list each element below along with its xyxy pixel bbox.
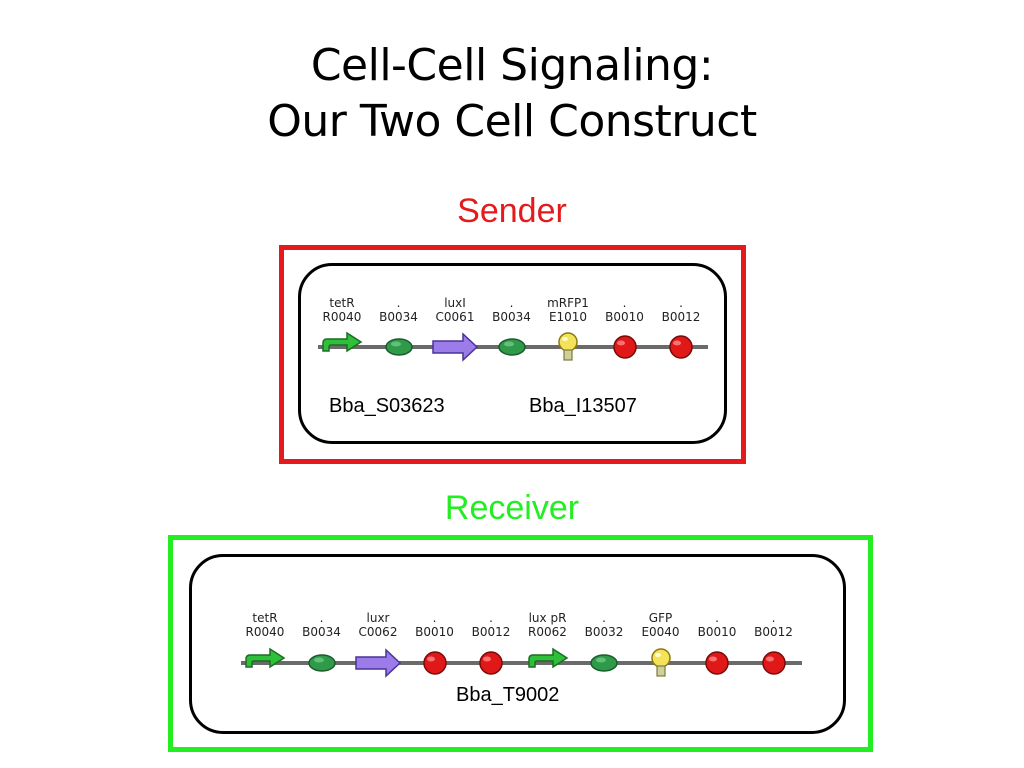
part-id: B0032	[584, 625, 624, 639]
receiver-biobrick-1: Bba_T9002	[456, 684, 560, 706]
part-name: .	[771, 611, 776, 625]
part-name: tetR	[329, 296, 355, 310]
rbs-icon	[384, 338, 413, 356]
part-name: .	[489, 611, 493, 625]
part-id: R0040	[322, 310, 362, 324]
sender-biobrick-2: Bba_I13507	[529, 395, 637, 417]
coding-arrow-icon	[355, 648, 402, 678]
receiver-box	[168, 535, 873, 752]
sender-construct-panel	[298, 263, 727, 444]
receiver-part-label: .B0010	[687, 611, 747, 639]
coding-arrow-icon	[432, 332, 479, 362]
page-title: Cell-Cell Signaling: Our Two Cell Constr…	[0, 38, 1024, 150]
part-id: E1010	[548, 310, 588, 324]
part-name: .	[715, 611, 719, 625]
rbs-icon	[307, 654, 336, 672]
part-id: B0012	[471, 625, 511, 639]
receiver-backbone	[241, 661, 802, 665]
sender-part-label: .B0010	[595, 296, 655, 324]
title-line-2: Our Two Cell Construct	[267, 96, 757, 147]
part-id: B0012	[661, 310, 701, 324]
receiver-part-label: .B0032	[574, 611, 634, 639]
receiver-part-label: .B0012	[461, 611, 521, 639]
part-id: R0040	[245, 625, 285, 639]
part-id: B0010	[605, 310, 644, 324]
part-name: tetR	[252, 611, 278, 625]
part-id: B0010	[415, 625, 454, 639]
terminator-icon	[612, 335, 637, 359]
sender-part-label: .B0012	[651, 296, 711, 324]
part-name: .	[509, 296, 514, 310]
sender-part-label: .B0034	[482, 296, 542, 324]
receiver-part-label: .B0034	[292, 611, 352, 639]
part-name: luxr	[366, 611, 390, 625]
part-name: .	[432, 611, 437, 625]
promoter-icon	[245, 647, 286, 669]
reporter-bulb-icon	[650, 648, 671, 677]
part-name: .	[319, 611, 324, 625]
receiver-part-label: .B0012	[744, 611, 804, 639]
sender-box	[279, 245, 746, 464]
part-name: lux pR	[528, 611, 567, 625]
rbs-icon	[497, 338, 526, 356]
terminator-icon	[669, 335, 693, 359]
terminator-icon	[705, 651, 729, 675]
part-name: .	[679, 296, 683, 310]
part-name: .	[396, 296, 401, 310]
part-name: GFP	[648, 611, 673, 625]
terminator-icon	[479, 651, 503, 675]
receiver-part-label: .B0010	[405, 611, 465, 639]
part-id: R0062	[528, 625, 567, 639]
part-id: B0034	[379, 310, 418, 324]
title-line-1: Cell-Cell Signaling:	[310, 40, 714, 91]
terminator-icon	[422, 651, 447, 675]
receiver-label: Receiver	[444, 489, 580, 527]
receiver-construct-panel	[189, 554, 846, 734]
promoter-icon	[527, 647, 568, 669]
sender-part-label: .B0034	[369, 296, 429, 324]
part-id: B0012	[754, 625, 793, 639]
reporter-bulb-icon	[558, 332, 578, 361]
sender-biobrick-1: Bba_S03623	[329, 395, 445, 417]
part-name: .	[622, 296, 627, 310]
rbs-icon	[590, 654, 618, 672]
part-id: B0010	[697, 625, 737, 639]
terminator-icon	[761, 651, 786, 675]
promoter-icon	[322, 331, 363, 353]
part-name: mRFP1	[547, 296, 589, 310]
part-id: B0034	[302, 625, 341, 639]
part-id: B0034	[492, 310, 531, 324]
part-name: .	[602, 611, 606, 625]
sender-label: Sender	[457, 192, 567, 230]
part-id: C0061	[435, 310, 475, 324]
part-id: C0062	[358, 625, 398, 639]
part-id: E0040	[641, 625, 680, 639]
part-name: luxI	[444, 296, 466, 310]
